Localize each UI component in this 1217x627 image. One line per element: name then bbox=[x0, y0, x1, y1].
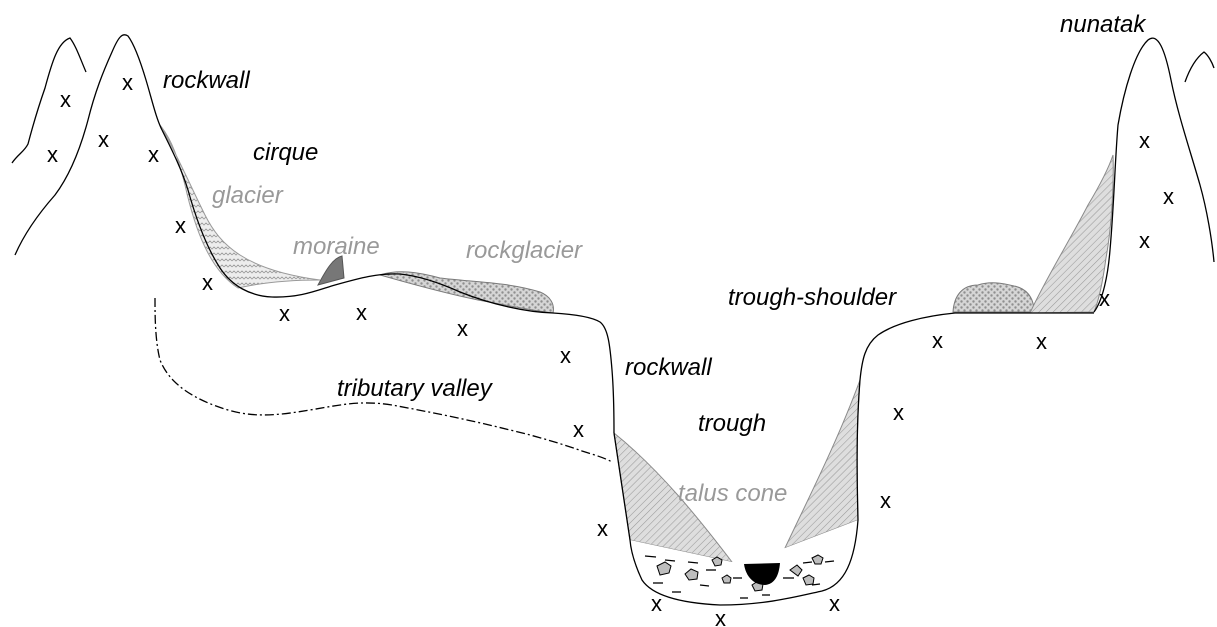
label-glacier: glacier bbox=[212, 182, 284, 209]
label-trough: trough bbox=[698, 410, 766, 437]
bedrock-x: x bbox=[829, 591, 840, 616]
bedrock-x: x bbox=[651, 591, 662, 616]
bedrock-x: x bbox=[122, 70, 133, 95]
bedrock-x: x bbox=[893, 400, 904, 425]
bedrock-x: x bbox=[175, 213, 186, 238]
label-rockwall-trough: rockwall bbox=[625, 354, 712, 381]
label-rockwall-top: rockwall bbox=[163, 67, 250, 94]
bedrock-x: x bbox=[560, 343, 571, 368]
bedrock-x: x bbox=[573, 417, 584, 442]
bedrock-x: x bbox=[880, 488, 891, 513]
bedrock-x: x bbox=[597, 516, 608, 541]
bedrock-x: x bbox=[356, 300, 367, 325]
bedrock-x: x bbox=[279, 301, 290, 326]
shoulder-deposit bbox=[953, 283, 1034, 312]
bedrock-x: x bbox=[1099, 286, 1110, 311]
bedrock-x: x bbox=[1163, 184, 1174, 209]
bedrock-x: x bbox=[98, 127, 109, 152]
bedrock-x: x bbox=[148, 142, 159, 167]
label-talus-cone: talus cone bbox=[678, 480, 787, 507]
label-rockglacier: rockglacier bbox=[466, 237, 583, 264]
bedrock-x: x bbox=[932, 328, 943, 353]
bedrock-x: x bbox=[60, 87, 71, 112]
bedrock-x: x bbox=[1139, 228, 1150, 253]
moraine-ridge bbox=[318, 256, 344, 285]
label-nunatak: nunatak bbox=[1060, 11, 1147, 38]
bedrock-x: x bbox=[457, 316, 468, 341]
bedrock-symbols: x x x x x x x x x x x x x x x x x x x x … bbox=[47, 70, 1174, 627]
label-trough-shoulder: trough-shoulder bbox=[728, 284, 897, 311]
bedrock-x: x bbox=[715, 606, 726, 627]
bedrock-x: x bbox=[47, 142, 58, 167]
mountain-left-inner bbox=[15, 35, 162, 255]
bedrock-x: x bbox=[202, 270, 213, 295]
talus-cone-right bbox=[785, 380, 860, 548]
bedrock-x: x bbox=[1036, 329, 1047, 354]
label-cirque: cirque bbox=[253, 139, 318, 166]
label-tributary-valley: tributary valley bbox=[337, 375, 494, 402]
label-moraine: moraine bbox=[293, 233, 380, 260]
nunatak-secondary-peak bbox=[1185, 52, 1214, 82]
bedrock-x: x bbox=[1139, 128, 1150, 153]
rockglacier-deposit bbox=[380, 272, 553, 313]
